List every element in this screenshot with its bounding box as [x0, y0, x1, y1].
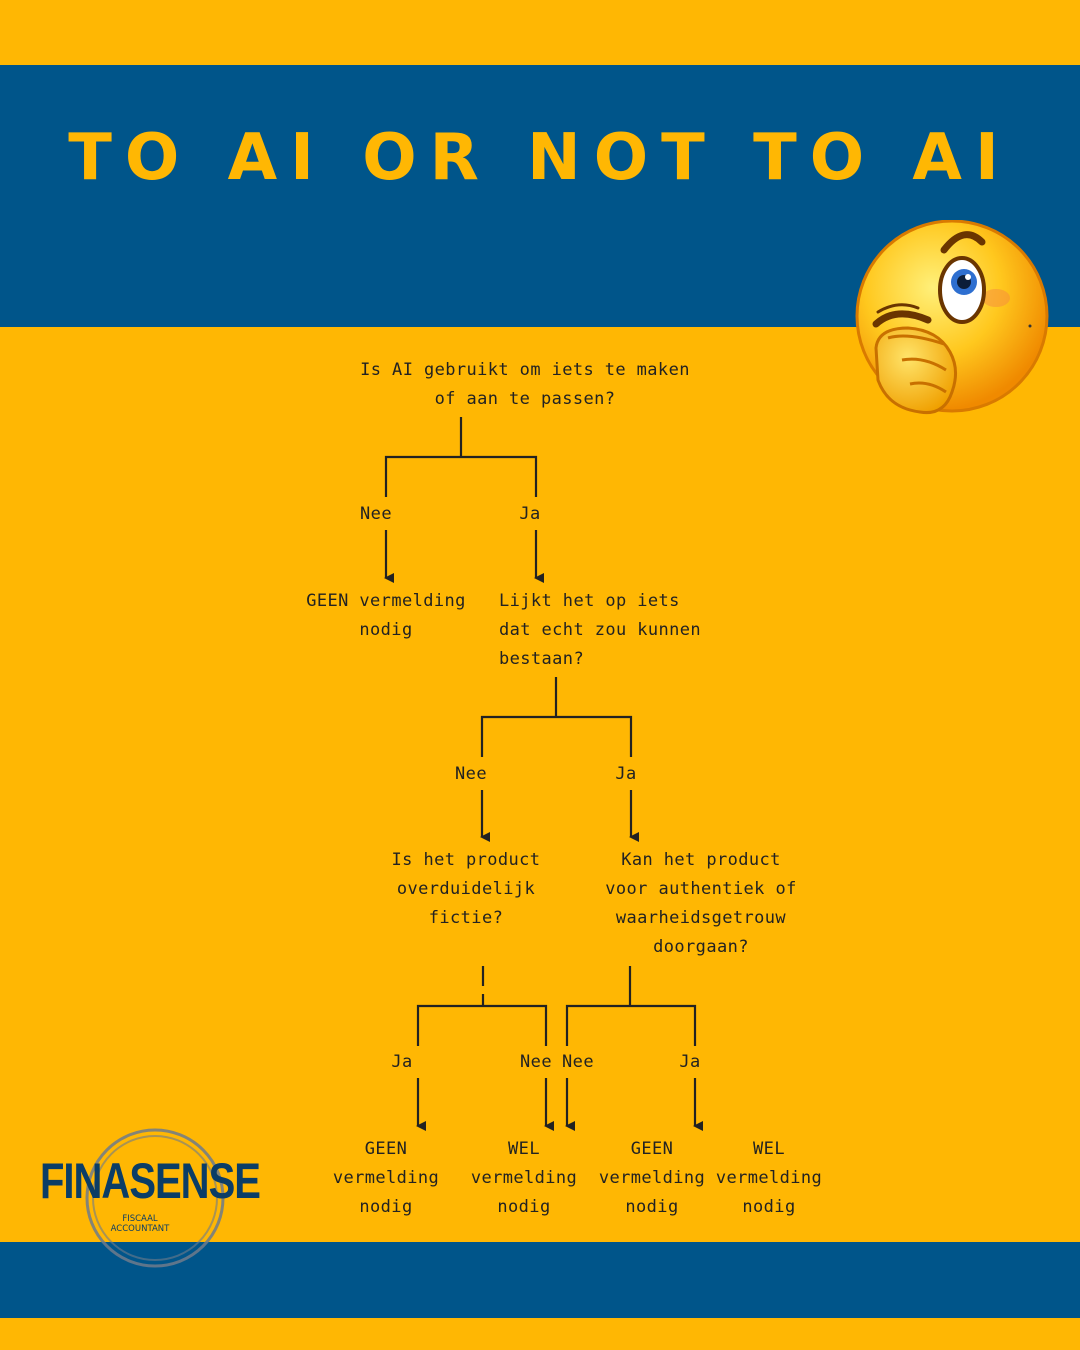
label-q1-no: Nee [360, 504, 392, 524]
connector-q1 [384, 417, 538, 497]
question-looks-real: Lijkt het op iets dat echt zou kunnen be… [499, 591, 702, 669]
result-mention-needed-authentic: WEL vermelding nodig [715, 1139, 823, 1217]
thinking-winking-face-icon [855, 220, 1049, 415]
page-title: TO AI OR NOT TO AI [68, 121, 1012, 195]
label-q4-yes: Ja [679, 1052, 701, 1072]
result-mention-needed-fiction: WEL vermelding nodig [470, 1139, 578, 1217]
label-q2-no: Nee [455, 764, 487, 784]
logo-subtitle-text: FISCAAL ACCOUNTANT [110, 1214, 170, 1234]
logo-wordmark: FINASENSE [40, 1154, 261, 1210]
connector-q2 [480, 677, 633, 757]
question-pass-as-authentic: Kan het product voor authentiek of waarh… [605, 850, 797, 957]
result-no-mention-fiction: GEEN vermelding nodig [332, 1139, 440, 1217]
label-q3-yes: Ja [391, 1052, 413, 1072]
label-q2-yes: Ja [615, 764, 637, 784]
connector-q3 [416, 966, 548, 1046]
result-no-mention-authentic: GEEN vermelding nodig [598, 1139, 706, 1217]
result-no-mention: GEEN vermelding nodig [306, 591, 466, 640]
finasense-logo: FINASENSE FISCAAL ACCOUNTANT [40, 1120, 261, 1280]
label-q4-no: Nee [562, 1052, 594, 1072]
question-ai-used: Is AI gebruikt om iets te maken of aan t… [360, 360, 690, 409]
label-q3-no: Nee [520, 1052, 552, 1072]
label-q1-yes: Ja [519, 504, 541, 524]
connector-q4 [565, 966, 697, 1046]
logo-ring-icon [85, 1128, 225, 1268]
question-obvious-fiction: Is het product overduidelijk fictie? [391, 850, 541, 928]
logo-subtitle: FISCAAL ACCOUNTANT [40, 1214, 240, 1234]
